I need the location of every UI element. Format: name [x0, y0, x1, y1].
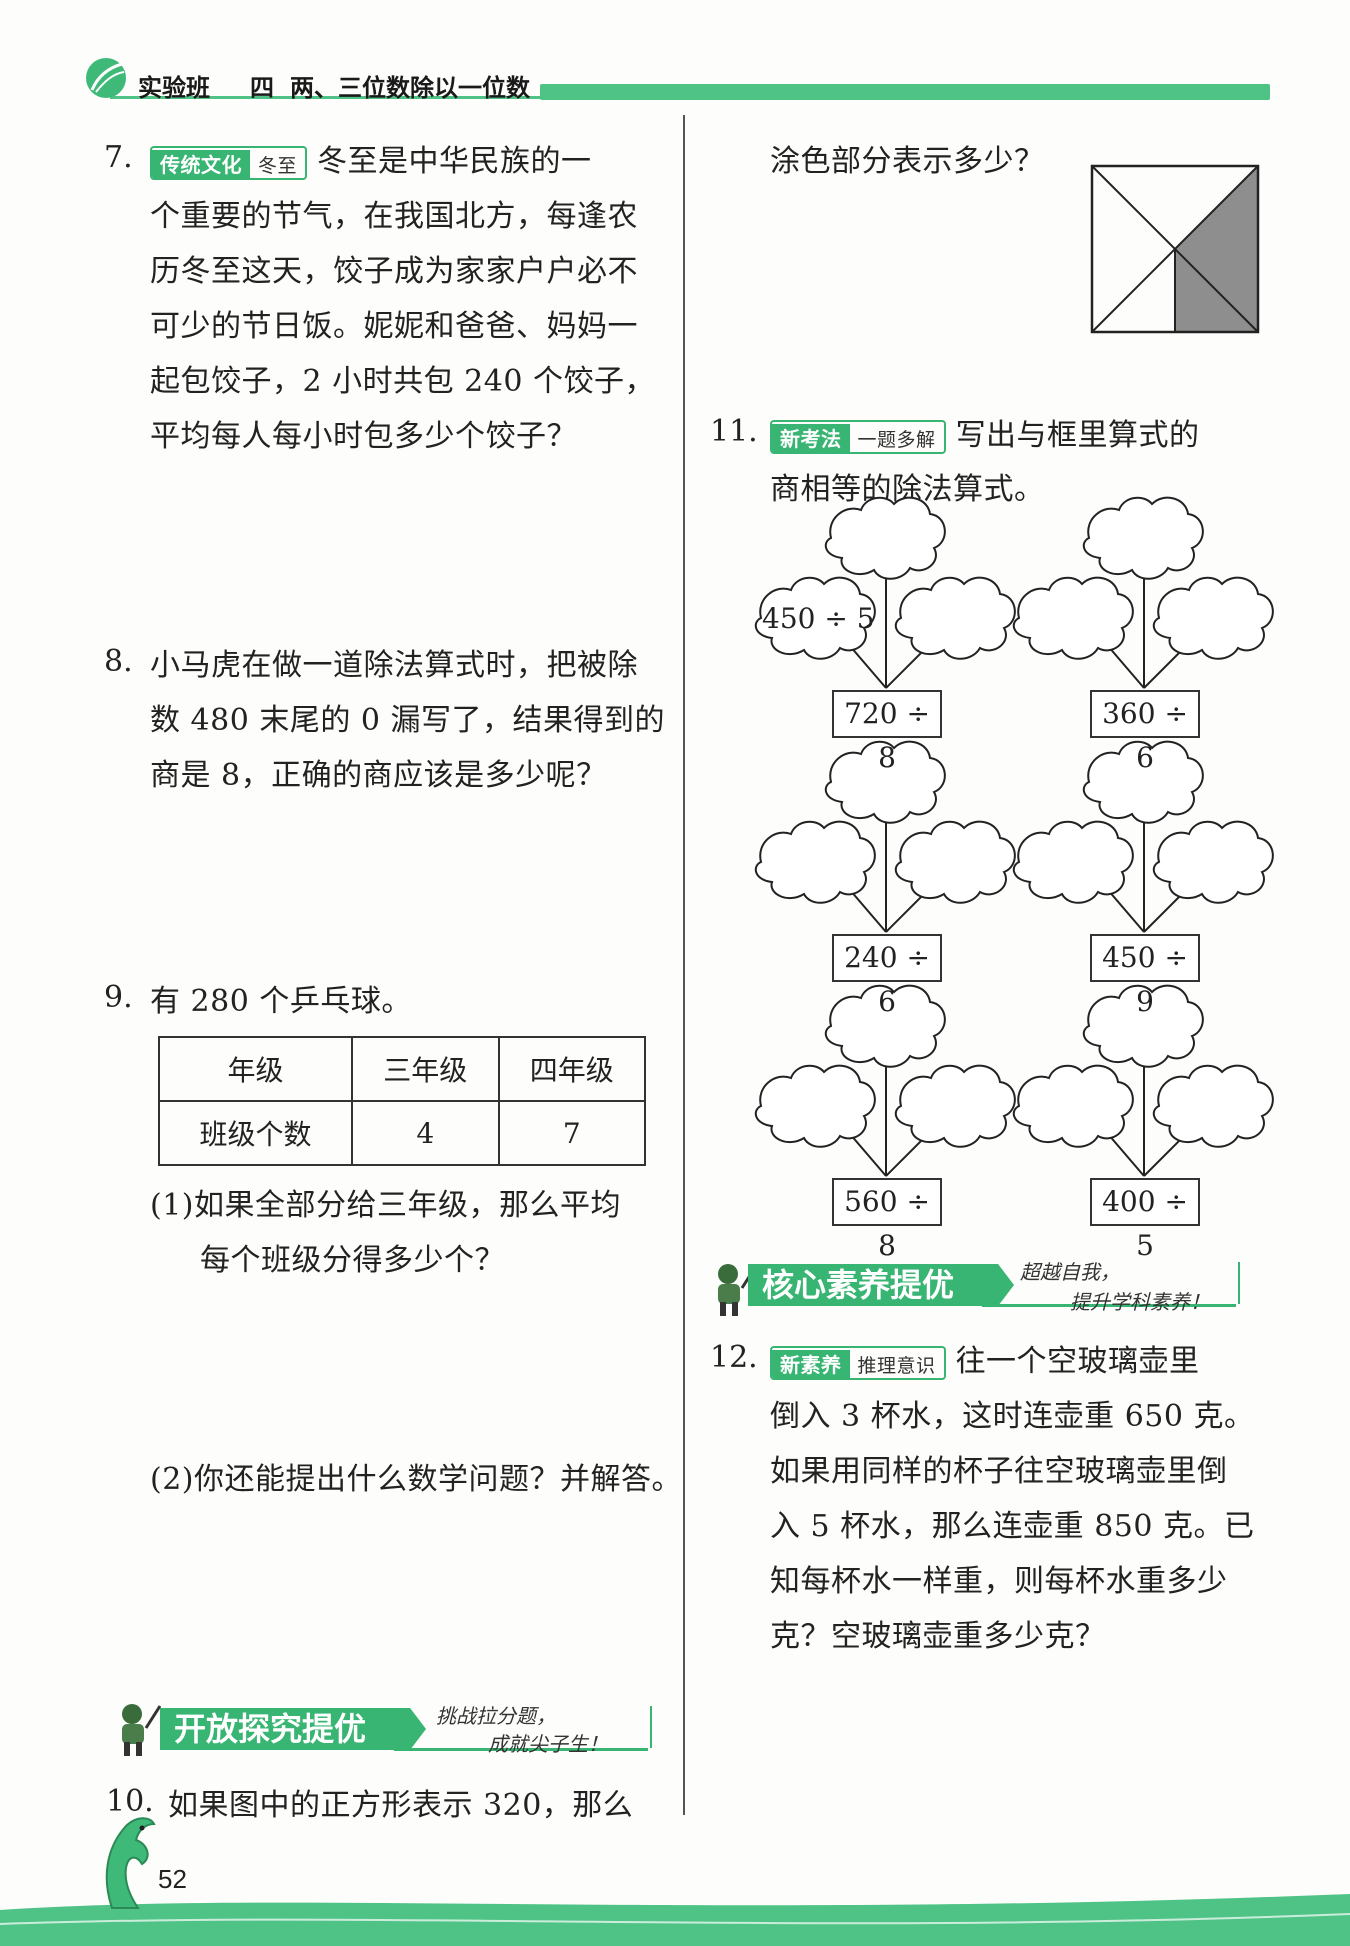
- q7-line-3: 历冬至这天，饺子成为家家户户必不: [150, 254, 638, 289]
- section-open-title: 开放探究提优: [160, 1708, 426, 1750]
- leaf-logo-icon: [86, 58, 126, 98]
- q11-tag-main: 新考法: [772, 424, 850, 452]
- section-core-title: 核心素养提优: [748, 1264, 1014, 1306]
- q9-stem: 有 280 个乒乓球。: [150, 984, 412, 1019]
- dolphin-mascot-icon: [105, 1817, 156, 1909]
- q11-box-6: 400 ÷ 5: [1090, 1178, 1200, 1262]
- q8-text: 小马虎在做一道除法算式时，把被除 数 480 末尾的 0 漏写了，结果得到的 商…: [150, 638, 670, 803]
- q10-line-1: 如果图中的正方形表示 320，那么: [168, 1788, 634, 1823]
- table-row: 班级个数 4 7: [157, 1100, 647, 1166]
- q12-line-4: 入 5 杯水，那么连壶重 850 克。已: [770, 1509, 1255, 1544]
- q7-text: 传统文化冬至 冬至是中华民族的一 个重要的节气，在我国北方，每逢农 历冬至这天，…: [150, 134, 670, 464]
- q12-text: 新素养推理意识 往一个空玻璃壶里 倒入 3 杯水，这时连壶重 650 克。 如果…: [770, 1334, 1270, 1664]
- mascot-icon: [122, 1704, 162, 1756]
- q7-line-6: 平均每人每小时包多少个饺子？: [150, 419, 577, 454]
- section-open-line: [394, 1748, 648, 1751]
- header-bar: [540, 84, 1270, 100]
- q11-box-1: 720 ÷ 8: [832, 690, 942, 774]
- q12-tag-main: 新素养: [772, 1350, 850, 1378]
- section-open-line-end: [644, 1706, 652, 1748]
- q7-tag: 传统文化冬至: [150, 146, 308, 180]
- shaded-triangle-right: [1175, 166, 1258, 332]
- table-cell: 7: [497, 1100, 647, 1166]
- q7-line-5: 起包饺子，2 小时共包 240 个饺子，: [150, 364, 655, 399]
- q7-line-4: 可少的节日饭。妮妮和爸爸、妈妈一: [150, 309, 638, 344]
- q12-number: 12.: [710, 1340, 758, 1375]
- q11-number: 11.: [710, 414, 758, 449]
- q12-tag-sub: 推理意识: [857, 1355, 936, 1377]
- header-brand: 实验班: [138, 74, 210, 102]
- table-header-cell: 年级: [157, 1036, 354, 1102]
- q11-line-1: 写出与框里算式的: [955, 418, 1200, 453]
- q9-number: 9.: [104, 980, 133, 1015]
- table-cell: 班级个数: [157, 1100, 354, 1166]
- section-core-slogan-1: 超越自我，: [1020, 1260, 1120, 1284]
- q8-line-1: 小马虎在做一道除法算式时，把被除: [150, 648, 638, 683]
- q9-sub1: (1)如果全部分给三年级，那么平均 每个班级分得多少个？: [150, 1178, 670, 1288]
- q10-square-figure: [1090, 164, 1260, 334]
- q12-line-6: 克？空玻璃壶重多少克？: [770, 1619, 1106, 1654]
- table-row: 年级 三年级 四年级: [157, 1036, 647, 1102]
- column-divider: [683, 115, 685, 1815]
- q11-text: 新考法一题多解 写出与框里算式的: [770, 408, 1200, 463]
- footer-wave: [0, 1894, 1350, 1946]
- header-unit-title: 两、三位数除以一位数: [290, 74, 530, 102]
- q10-number: 10.: [106, 1784, 154, 1819]
- section-core-line: [982, 1304, 1236, 1307]
- section-open-slogan-1: 挑战拉分题，: [436, 1704, 556, 1728]
- q8-line-3: 商是 8，正确的商应该是多少呢？: [150, 758, 607, 793]
- q9-table: 年级 三年级 四年级 班级个数 4 7: [157, 1036, 647, 1166]
- section-core-slogan-2: 提升学科素养！: [1070, 1290, 1210, 1314]
- q12-line-3: 如果用同样的杯子往空玻璃壶里倒: [770, 1454, 1228, 1489]
- page-number: 52: [158, 1864, 187, 1894]
- q9-sub2: (2)你还能提出什么数学问题？并解答。: [150, 1462, 682, 1497]
- q11-box-3: 240 ÷ 6: [832, 934, 942, 1018]
- q7-line-1: 冬至是中华民族的一: [317, 144, 592, 179]
- q12-line-1: 往一个空玻璃壶里: [955, 1344, 1200, 1379]
- table-header-cell: 四年级: [497, 1036, 647, 1102]
- q8-number: 8.: [104, 644, 133, 679]
- q11-box-2: 360 ÷ 6: [1090, 690, 1200, 774]
- q12-tag: 新素养推理意识: [770, 1346, 946, 1380]
- q7-number: 7.: [104, 140, 133, 175]
- q11-example: 450 ÷ 5: [762, 602, 875, 635]
- table-cell: 4: [351, 1100, 500, 1166]
- q11-tag-sub: 一题多解: [857, 429, 936, 451]
- q11-box-4: 450 ÷ 9: [1090, 934, 1200, 1018]
- q11-box-5: 560 ÷ 8: [832, 1178, 942, 1262]
- q9-sub1-line-1: (1)如果全部分给三年级，那么平均: [150, 1188, 621, 1223]
- header-chapter: 四: [250, 74, 275, 102]
- q12-line-5: 知每杯水一样重，则每杯水重多少: [770, 1564, 1228, 1599]
- q10-line-2: 涂色部分表示多少？: [770, 144, 1045, 179]
- q12-line-2: 倒入 3 杯水，这时连壶重 650 克。: [770, 1399, 1255, 1434]
- q7-tag-main: 传统文化: [152, 150, 250, 178]
- section-open-slogan-2: 成就尖子生！: [488, 1732, 608, 1756]
- q7-line-2: 个重要的节气，在我国北方，每逢农: [150, 199, 638, 234]
- q7-tag-sub: 冬至: [258, 155, 298, 177]
- table-header-cell: 三年级: [351, 1036, 500, 1102]
- q8-line-2: 数 480 末尾的 0 漏写了，结果得到的: [150, 703, 665, 738]
- q11-tag: 新考法一题多解: [770, 420, 946, 454]
- section-core-line-end: [1232, 1262, 1240, 1304]
- q11-line-2: 商相等的除法算式。: [770, 472, 1045, 507]
- q9-sub1-line-2: 每个班级分得多少个？: [200, 1243, 505, 1278]
